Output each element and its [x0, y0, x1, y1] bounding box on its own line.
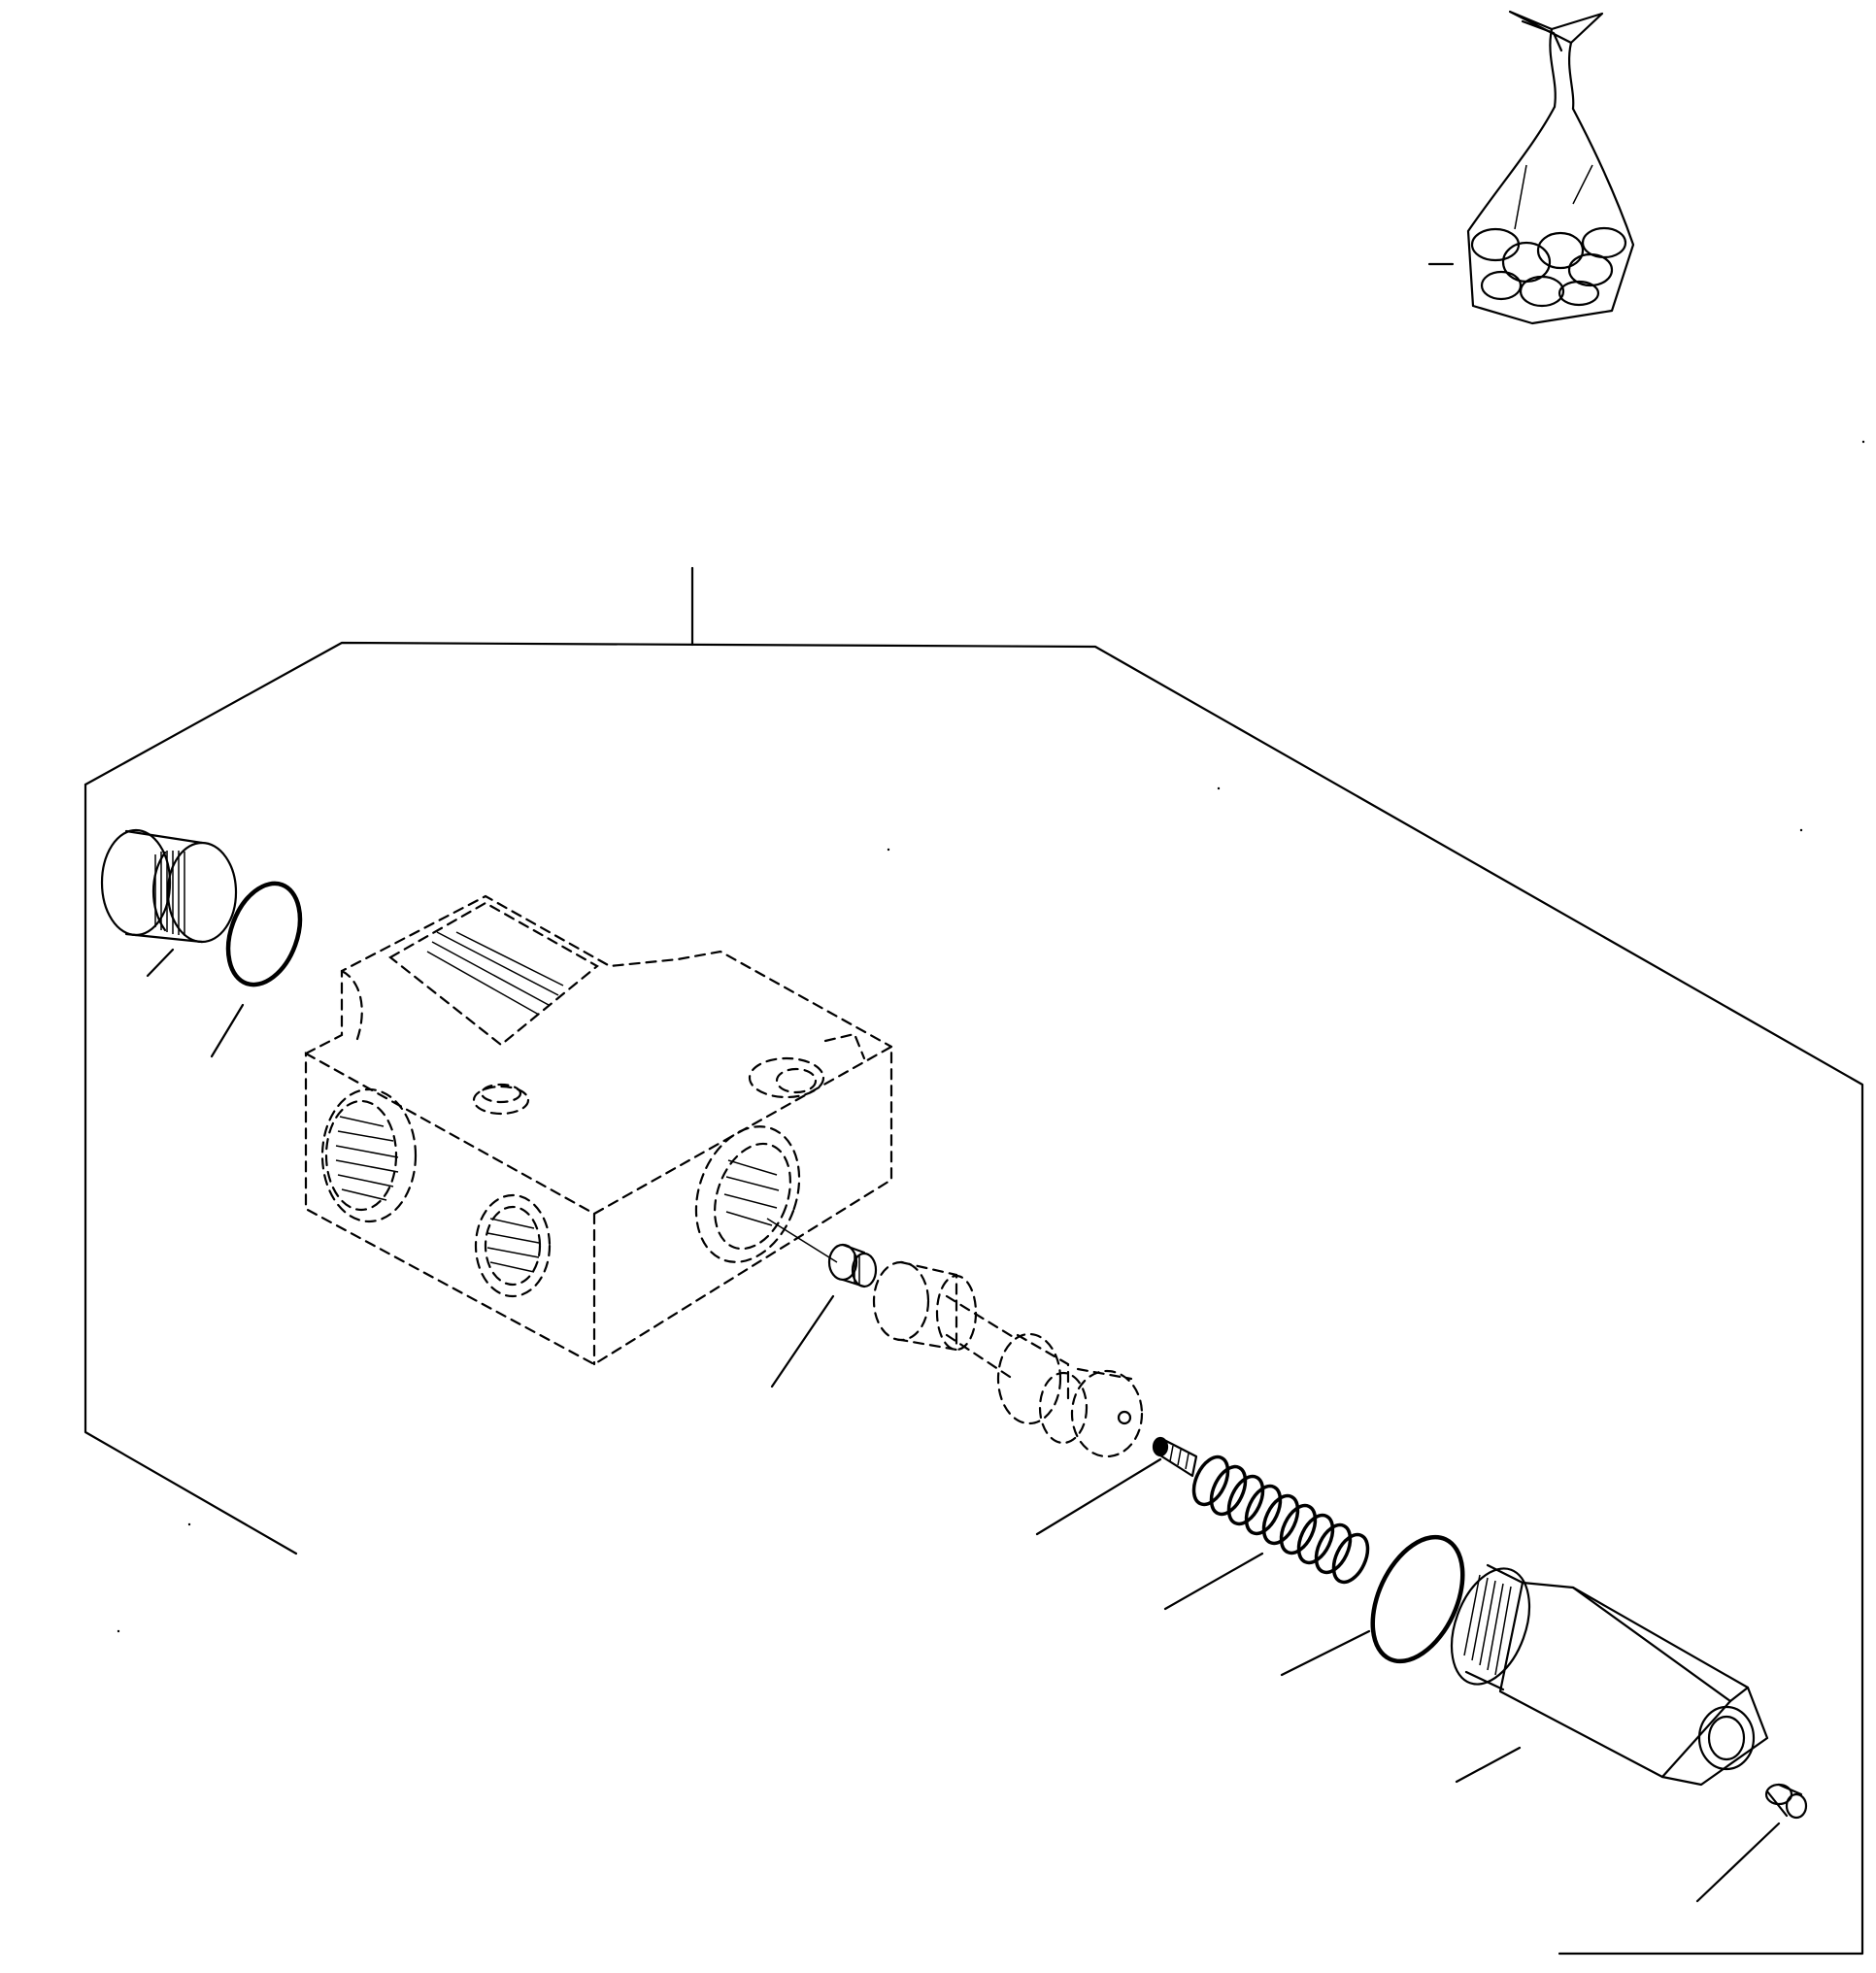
spring-icon [1191, 1455, 1370, 1585]
poppet-icon [872, 1260, 1144, 1458]
seat-icon [827, 1243, 878, 1288]
seal-kit-bag-icon [1427, 10, 1635, 325]
cap-screw-icon [1764, 1783, 1808, 1820]
o-ring-upper-icon [225, 881, 303, 987]
adjuster-body-icon [1450, 1563, 1769, 1787]
pin-icon [1152, 1436, 1198, 1478]
assembly-outline [84, 566, 1864, 1956]
o-ring-lower-icon [1370, 1534, 1465, 1664]
scan-specks [117, 440, 1865, 1633]
valve-housing-icon [304, 894, 893, 1366]
plug-icon [100, 828, 238, 944]
leader-lines [146, 948, 1781, 1903]
